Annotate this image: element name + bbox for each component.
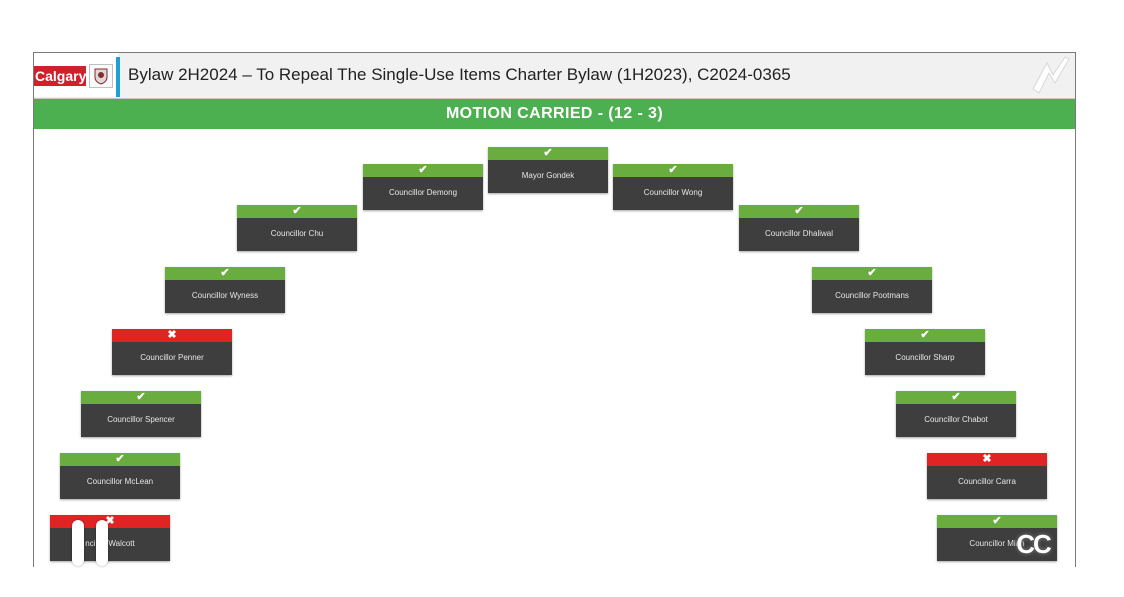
pause-bar-icon	[96, 520, 108, 566]
city-logo: Calgary	[34, 53, 118, 97]
seat-name: Councillor Mian	[969, 539, 1025, 548]
seat-councillor-pootmans: ✔ Councillor Pootmans	[812, 267, 932, 313]
seat-councillor-dhaliwal: ✔ Councillor Dhaliwal	[739, 205, 859, 251]
seat-name: Councillor Chabot	[924, 415, 988, 424]
seat-name: ncillor Walcott	[85, 539, 135, 548]
seat-councillor-penner: ✖ Councillor Penner	[112, 329, 232, 375]
seat-name: Councillor Pootmans	[835, 291, 909, 300]
seat-councillor-chabot: ✔ Councillor Chabot	[896, 391, 1016, 437]
vote-yes-icon: ✔	[165, 267, 285, 280]
vote-yes-icon: ✔	[865, 329, 985, 342]
seat-name: Councillor Spencer	[107, 415, 175, 424]
vote-yes-icon: ✔	[613, 164, 733, 177]
title-accent-bar	[116, 57, 120, 97]
seat-name: Councillor Wong	[643, 188, 703, 197]
vote-yes-icon: ✔	[237, 205, 357, 218]
vote-yes-icon: ✔	[488, 147, 608, 160]
motion-status-banner: MOTION CARRIED - (12 - 3)	[34, 99, 1075, 129]
seat-name: Councillor Wyness	[191, 291, 259, 300]
vote-yes-icon: ✔	[363, 164, 483, 177]
seat-name: Councillor Chu	[270, 229, 324, 238]
vote-no-icon: ✖	[927, 453, 1047, 466]
seat-name: Councillor McLean	[86, 477, 154, 486]
seat-councillor-wong: ✔ Councillor Wong	[613, 164, 733, 210]
seat-name: Councillor Sharp	[895, 353, 955, 362]
seat-name: Councillor Penner	[140, 353, 204, 362]
vote-yes-icon: ✔	[81, 391, 201, 404]
seat-name: Mayor Gondek	[521, 171, 575, 180]
seat-councillor-walcott: ✖ ncillor Walcott	[50, 515, 170, 561]
seat-councillor-sharp: ✔ Councillor Sharp	[865, 329, 985, 375]
vote-yes-icon: ✔	[739, 205, 859, 218]
seat-councillor-mian: ✔ Councillor Mian	[937, 515, 1057, 561]
seat-name: Councillor Dhaliwal	[764, 229, 834, 238]
seat-councillor-mclean: ✔ Councillor McLean	[60, 453, 180, 499]
closed-captions-button[interactable]: CC	[1016, 529, 1052, 559]
vote-yes-icon: ✔	[60, 453, 180, 466]
seat-councillor-spencer: ✔ Councillor Spencer	[81, 391, 201, 437]
title-bar: Calgary Bylaw 2H2024 – To Repeal The Sin…	[34, 53, 1075, 99]
seat-name: Councillor Demong	[388, 188, 458, 197]
seat-mayor-gondek: ✔ Mayor Gondek	[488, 147, 608, 193]
pause-bar-icon	[72, 520, 84, 566]
vote-display-window: Calgary Bylaw 2H2024 – To Repeal The Sin…	[33, 52, 1076, 567]
vote-yes-icon: ✔	[937, 515, 1057, 528]
crest-icon	[89, 64, 113, 88]
seat-councillor-carra: ✖ Councillor Carra	[927, 453, 1047, 499]
seat-councillor-wyness: ✔ Councillor Wyness	[165, 267, 285, 313]
vote-no-icon: ✖	[112, 329, 232, 342]
vote-yes-icon: ✔	[896, 391, 1016, 404]
pause-button[interactable]	[70, 520, 112, 568]
seat-name: Councillor Carra	[958, 477, 1016, 486]
corner-arrow-icon	[1025, 53, 1073, 97]
seat-councillor-chu: ✔ Councillor Chu	[237, 205, 357, 251]
page-title: Bylaw 2H2024 – To Repeal The Single-Use …	[128, 65, 791, 84]
vote-yes-icon: ✔	[812, 267, 932, 280]
logo-wordmark: Calgary	[34, 66, 86, 86]
seat-councillor-demong: ✔ Councillor Demong	[363, 164, 483, 210]
